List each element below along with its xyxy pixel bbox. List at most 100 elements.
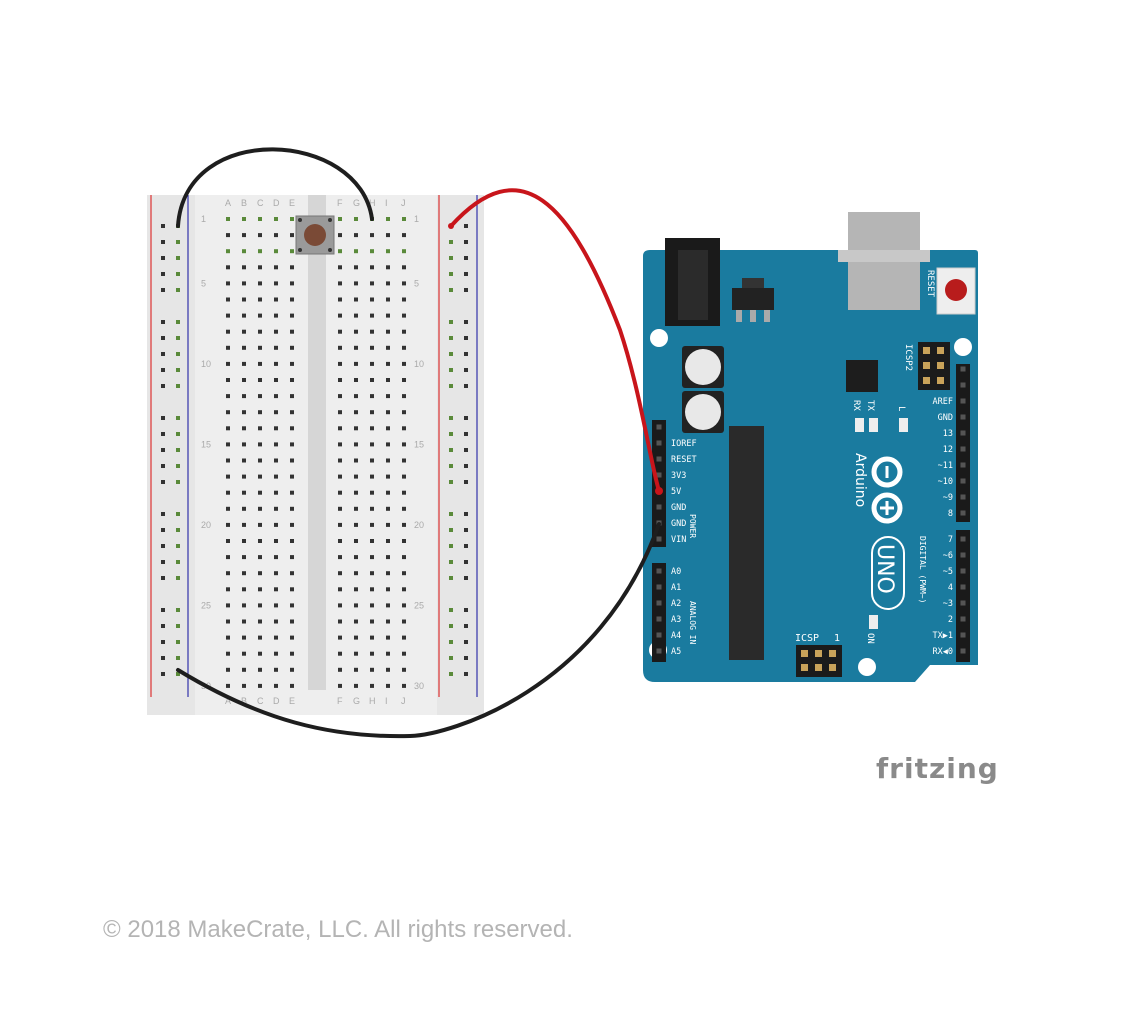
header-pin: [960, 382, 966, 388]
breadboard-hole: [402, 410, 406, 415]
breadboard-hole: [258, 233, 262, 238]
breadboard-hole: [338, 539, 342, 543]
breadboard-hole: [242, 345, 246, 350]
breadboard-hole: [274, 249, 278, 254]
header-pin: [960, 494, 966, 500]
rail-hole: [176, 384, 180, 388]
breadboard-hole: [226, 442, 230, 447]
rx-label: RX: [851, 400, 861, 411]
breadboard-hole: [370, 249, 374, 254]
rail-hole: [464, 560, 468, 564]
breadboard-hole: [338, 426, 342, 431]
breadboard-hole: [386, 522, 390, 527]
header-pin: [656, 600, 662, 606]
breadboard-hole: [290, 297, 294, 302]
pin-label: ~9: [943, 493, 953, 503]
breadboard-hole: [370, 490, 374, 495]
breadboard-hole: [354, 378, 358, 382]
row-number: 10: [414, 359, 424, 369]
column-letter: H: [369, 198, 376, 208]
rail-hole: [161, 512, 165, 516]
rail-hole: [176, 448, 180, 452]
rail-hole: [449, 240, 453, 244]
breadboard-hole: [370, 297, 374, 302]
rail-hole: [464, 384, 468, 388]
breadboard-hole: [258, 217, 262, 221]
breadboard-hole: [402, 313, 406, 318]
breadboard-hole: [386, 667, 390, 672]
breadboard-hole: [338, 345, 342, 350]
breadboard-hole: [338, 619, 342, 624]
breadboard-hole: [370, 345, 374, 350]
breadboard-hole: [258, 571, 262, 576]
rail-hole: [161, 352, 165, 356]
column-letter: B: [241, 198, 247, 208]
pin-label: 13: [943, 429, 953, 439]
header-pin: [960, 568, 966, 574]
breadboard-hole: [226, 281, 230, 286]
rail-hole: [449, 640, 453, 644]
breadboard-hole: [338, 683, 342, 688]
breadboard-hole: [338, 361, 342, 366]
breadboard-hole: [258, 539, 262, 543]
breadboard-hole: [354, 587, 358, 592]
row-number: 15: [414, 439, 424, 449]
breadboard-hole: [226, 619, 230, 624]
row-number: 1: [201, 214, 206, 224]
header-pin: [656, 584, 662, 590]
breadboard-hole: [338, 603, 342, 608]
rail-hole: [464, 624, 468, 628]
breadboard-hole: [402, 249, 406, 254]
pin-labels: IOREFRESET3V35VGNDGNDVINA0A1A2A3A4A5AREF…: [671, 397, 953, 657]
breadboard-hole: [338, 490, 342, 495]
model-label: UNO: [872, 544, 897, 594]
breadboard-hole: [354, 281, 358, 286]
column-letter: B: [241, 696, 247, 706]
black-wire-gnd: [176, 522, 661, 739]
breadboard-center-channel: [308, 195, 326, 690]
rail-hole: [449, 512, 453, 516]
icsp-header: [796, 645, 842, 677]
header-pin: [960, 446, 966, 452]
pushbutton[interactable]: [295, 215, 335, 255]
breadboard-hole: [338, 249, 342, 254]
breadboard-hole: [370, 539, 374, 543]
pin-label: RX◀0: [933, 647, 953, 657]
breadboard-hole: [290, 474, 294, 479]
rail-hole: [161, 624, 165, 628]
breadboard-hole: [226, 394, 230, 399]
pin-label: 7: [948, 535, 953, 545]
breadboard-hole: [386, 361, 390, 366]
column-letter: H: [369, 696, 376, 706]
breadboard-hole: [258, 555, 262, 560]
breadboard-hole: [370, 281, 374, 286]
breadboard-hole: [242, 619, 246, 624]
rail-hole: [161, 416, 165, 420]
rail-hole: [464, 480, 468, 484]
breadboard-hole: [402, 619, 406, 624]
breadboard-hole: [338, 635, 342, 640]
breadboard-hole: [274, 442, 278, 447]
breadboard-hole: [338, 587, 342, 592]
breadboard-hole: [274, 233, 278, 238]
breadboard-hole: [242, 667, 246, 672]
breadboard-hole: [386, 587, 390, 592]
breadboard-hole: [242, 394, 246, 399]
breadboard-hole: [386, 329, 390, 334]
breadboard-hole: [242, 506, 246, 511]
breadboard-hole: [258, 651, 262, 656]
breadboard-hole: [290, 361, 294, 366]
breadboard-hole: [242, 378, 246, 382]
header-pin: [656, 504, 662, 510]
breadboard-hole: [226, 329, 230, 334]
digital-header-low: [956, 530, 970, 662]
breadboard-hole: [338, 217, 342, 221]
rail-hole: [161, 320, 165, 324]
breadboard-hole: [242, 651, 246, 656]
row-number: 15: [201, 439, 211, 449]
breadboard-hole: [258, 345, 262, 350]
breadboard-hole: [226, 555, 230, 560]
reset-button[interactable]: [936, 267, 976, 315]
breadboard-hole: [226, 217, 230, 221]
